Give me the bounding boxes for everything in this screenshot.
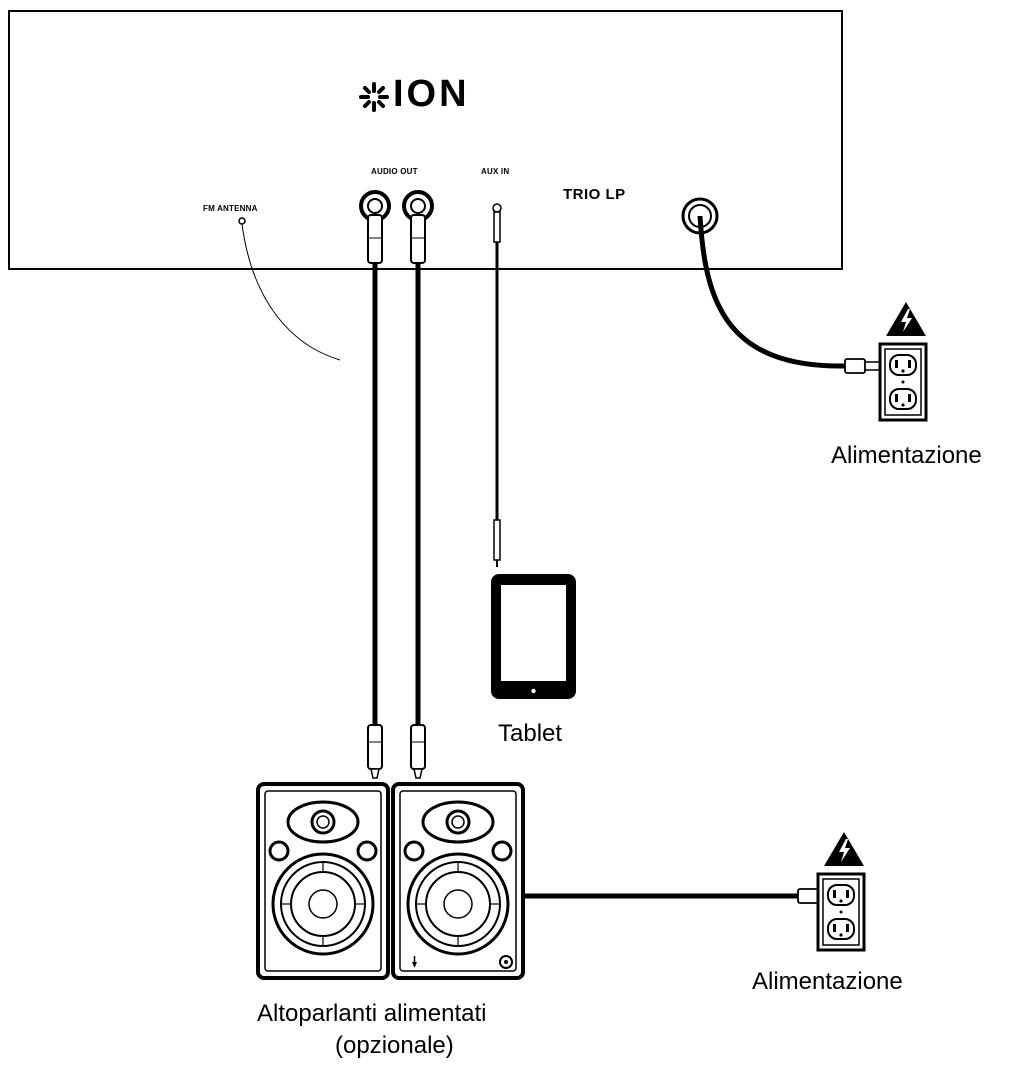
fm-antenna-jack (238, 217, 246, 225)
high-voltage-warning-icon (886, 302, 926, 336)
speaker-right-icon (391, 782, 525, 980)
fm-antenna-label: FM ANTENNA (203, 204, 258, 213)
speaker-rear-connectors (412, 955, 513, 969)
ion-logo-icon (359, 82, 389, 112)
model-label: TRIO LP (563, 186, 626, 203)
wall-outlet-icon (878, 342, 928, 422)
rca-cable-right (410, 214, 426, 779)
rca-cable-left (367, 214, 383, 779)
aux-cable (492, 203, 502, 567)
wall-outlet-icon-bottom (816, 872, 866, 952)
tablet-icon (491, 574, 576, 699)
power-plug-top (844, 358, 880, 374)
audio-out-label: AUDIO OUT (371, 167, 418, 176)
high-voltage-warning-icon-bottom (824, 832, 864, 866)
tablet-label: Tablet (498, 720, 563, 747)
fm-antenna-wire (241, 223, 341, 361)
power-label-bottom: Alimentazione (752, 968, 903, 995)
audio-out-jack-right (402, 190, 434, 222)
speakers-label-line1: Altoparlanti alimentati (257, 1000, 487, 1027)
power-label-top: Alimentazione (831, 442, 982, 469)
brand-logo-text: ION (393, 73, 470, 115)
power-cable-top (697, 215, 846, 369)
speakers-label-line2: (opzionale) (335, 1032, 454, 1059)
speaker-left-icon (256, 782, 390, 980)
aux-in-label: AUX IN (481, 167, 510, 176)
